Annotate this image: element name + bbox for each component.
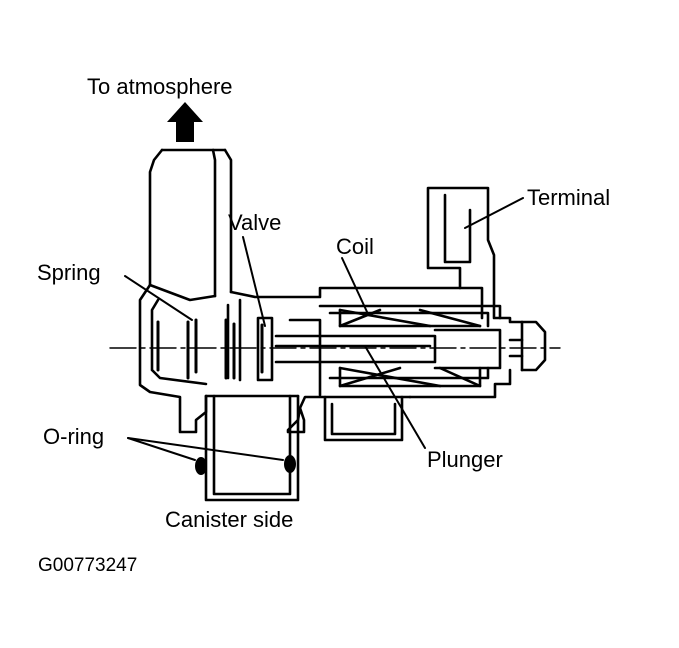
canister-tube (204, 394, 300, 502)
label-canister-side: Canister side (165, 507, 294, 532)
label-to-atmosphere: To atmosphere (87, 74, 233, 99)
label-valve: Valve (228, 210, 282, 235)
atmosphere-arrow (167, 102, 203, 142)
label-spring: Spring (37, 260, 101, 285)
label-o-ring: O-ring (43, 424, 105, 449)
o-rings (195, 455, 296, 475)
valve-housing (138, 186, 547, 434)
label-plunger: Plunger (427, 447, 503, 472)
label-coil: Coil (336, 234, 374, 259)
valve-disc (256, 316, 274, 382)
figure-id: G00773247 (38, 555, 138, 576)
outlet-tube (148, 148, 233, 302)
mounting-bracket (323, 395, 404, 442)
label-terminal: Terminal (527, 185, 611, 210)
coil-assembly (274, 304, 524, 397)
spring-coils (156, 318, 236, 380)
leader-lines (124, 197, 524, 461)
